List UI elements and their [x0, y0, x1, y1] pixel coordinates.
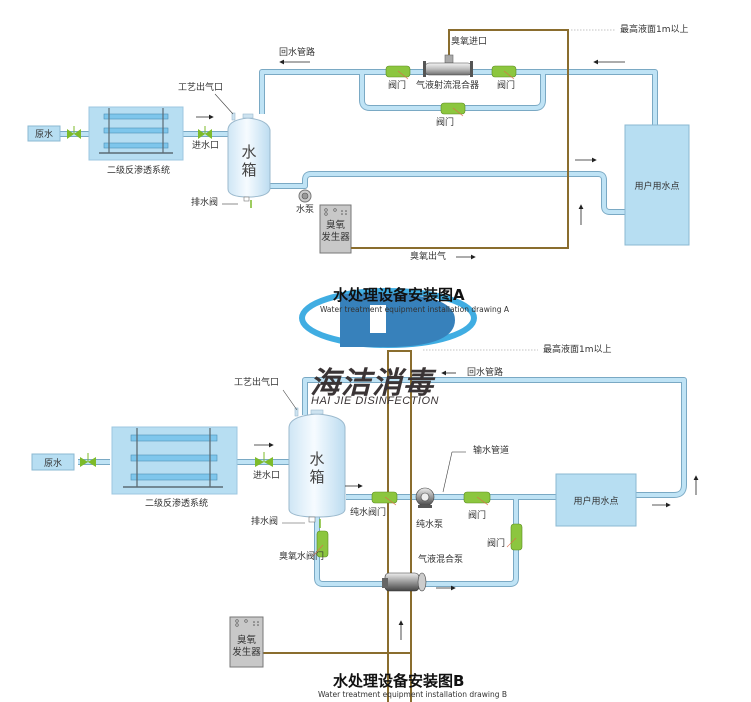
max-level-label-a: 最高液面1m以上 [620, 25, 689, 35]
gate-valve-raw-b [80, 453, 96, 467]
logo-chinese: 海洁消毒 [310, 366, 434, 401]
return-pipe-label-a: 回水管路 [279, 48, 316, 58]
user-point-label-a: 用户用水点 [634, 181, 680, 192]
pure-pump-label-b: 纯水泵 [416, 520, 444, 530]
ro-system-a [88, 106, 184, 161]
pure-valve-label-b: 纯水阀门 [350, 508, 387, 518]
logo-english: HAI JIE DISINFECTION [311, 395, 439, 407]
leader-line [442, 451, 453, 493]
leader-line [214, 93, 234, 115]
gate-valve-raw-a [67, 126, 81, 139]
valve-branch-label-b: 阀门 [487, 539, 506, 549]
gate-valve-inlet-b [255, 452, 273, 467]
water-tank-a [227, 112, 271, 208]
diagram-a [27, 29, 690, 260]
diagram-b [31, 349, 699, 702]
max-level-label-b: 最高液面1m以上 [543, 345, 612, 355]
gas-liquid-mix-pump-b [382, 572, 427, 592]
valve-left-a [385, 65, 411, 80]
user-point-label-b: 用户用水点 [573, 496, 619, 507]
inlet-label-a: 进水口 [192, 141, 220, 151]
water-tank-label-b: 水箱 [309, 450, 325, 486]
ozone-generator-a [319, 204, 352, 254]
water-tank-b [288, 407, 346, 528]
ro-system-label-b: 二级反渗透系统 [145, 499, 209, 509]
valve-right-a [491, 65, 517, 80]
leader-line [282, 389, 298, 411]
mixer-label-a: 气液射流混合器 [416, 81, 480, 91]
delivery-pipe-label-b: 输水管道 [473, 446, 510, 456]
drain-valve-label-a: 排水阀 [191, 198, 219, 208]
valve-branch-b [506, 523, 523, 551]
process-vent-label-b: 工艺出气口 [234, 378, 280, 388]
ozone-water-valve-b [312, 530, 329, 558]
ozone-line-a [351, 29, 569, 249]
ozone-outlet-label-a: 臭氧出气 [410, 252, 447, 262]
raw-water-label-a: 原水 [34, 130, 53, 140]
inlet-label-b: 进水口 [253, 471, 281, 481]
raw-water-label-b: 原水 [43, 458, 62, 469]
logo-mark [299, 288, 477, 348]
valve-bypass-a [440, 102, 466, 117]
mix-pump-label-b: 气液混合泵 [418, 555, 464, 565]
diagram-b-subtitle: Water treatment equipment installation d… [318, 690, 508, 699]
pure-water-pump-b [415, 487, 435, 508]
return-pipe-label-b: 回水管路 [467, 368, 504, 378]
jet-mixer-a [423, 54, 473, 77]
diagram-a-subtitle: Water treatment equipment installation d… [320, 305, 510, 314]
drain-valve-label-b: 排水阀 [251, 517, 279, 527]
water-pump-a [298, 189, 312, 203]
ro-system-b [111, 426, 238, 495]
raw-water-box-b [31, 453, 75, 471]
ozone-water-valve-label-b: 臭氧水阀门 [279, 552, 325, 562]
ozone-inlet-label-a: 臭氧进口 [451, 37, 488, 47]
ozone-generator-b [229, 616, 264, 668]
user-point-box-b [555, 473, 637, 527]
raw-water-box-a [27, 125, 61, 142]
user-point-box-a [624, 124, 690, 246]
valve-right-label-a: 阀门 [497, 81, 516, 91]
ozone-column-b [387, 350, 412, 702]
ro-system-label-a: 二级反渗透系统 [107, 166, 171, 176]
gate-valve-inlet-a [198, 126, 212, 139]
ozone-generator-label-b: 臭氧发生器 [232, 635, 261, 658]
ozone-generator-label-a: 臭氧发生器 [321, 220, 350, 243]
diagram-a-title: 水处理设备安装图A [333, 286, 465, 304]
pump-label-a: 水泵 [296, 205, 315, 215]
process-vent-label-a: 工艺出气口 [178, 83, 224, 93]
pure-water-valve-b [371, 491, 398, 506]
valve-main-label-b: 阀门 [468, 511, 487, 521]
valve-bypass-label-a: 阀门 [436, 118, 455, 128]
valve-main-b [463, 491, 491, 506]
diagram-b-title: 水处理设备安装图B [333, 672, 465, 690]
water-tank-label-a: 水箱 [241, 143, 257, 179]
valve-left-label-a: 阀门 [388, 81, 407, 91]
